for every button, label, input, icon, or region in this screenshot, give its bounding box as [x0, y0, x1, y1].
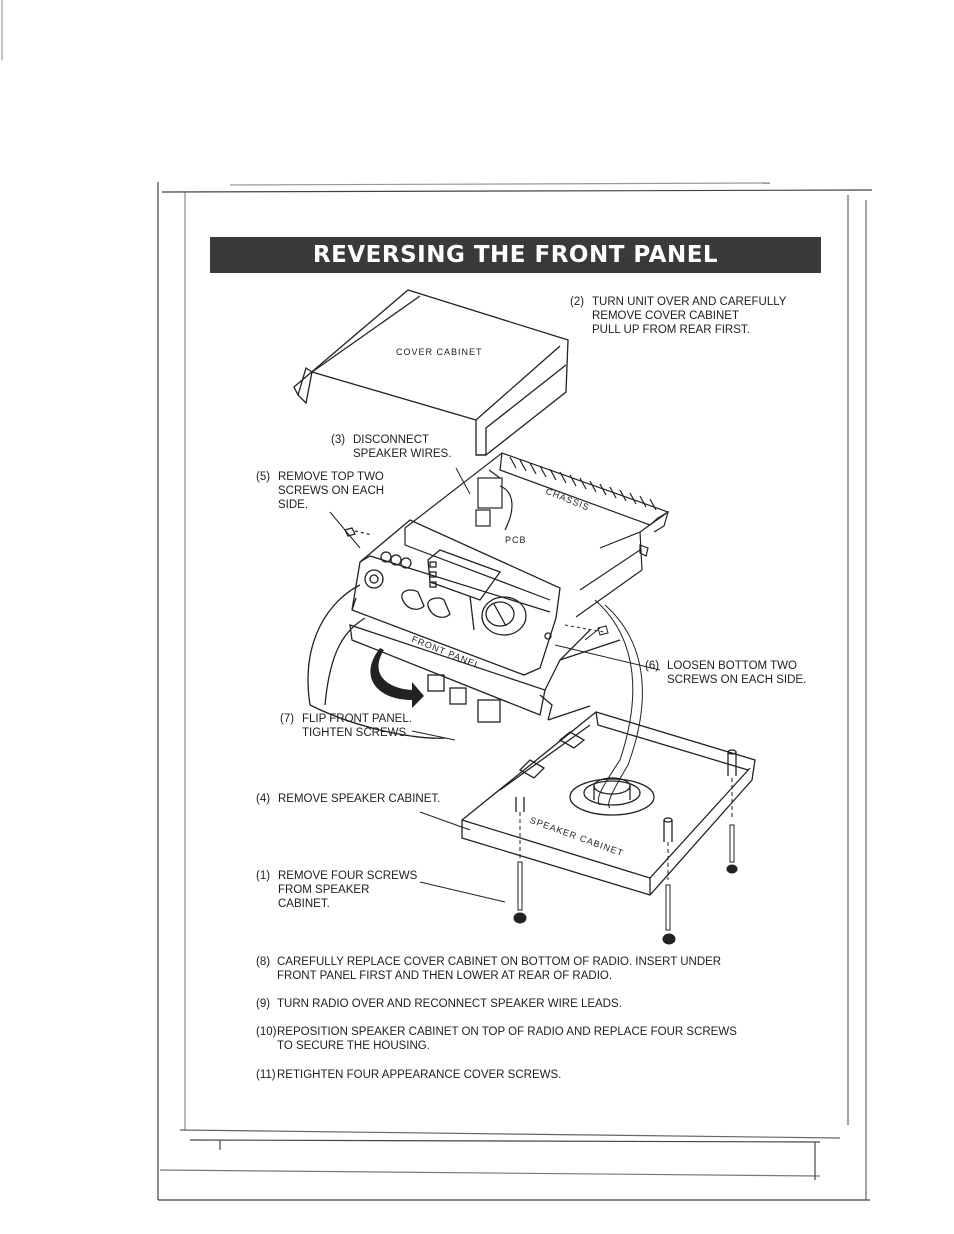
flip-arrow-icon	[370, 648, 424, 708]
page-title: REVERSING THE FRONT PANEL	[312, 242, 719, 268]
step-10: (10) REPOSITION SPEAKER CABINET ON TOP O…	[256, 1026, 737, 1052]
callout-3: (3) DISCONNECT SPEAKER WIRES.	[331, 434, 452, 460]
callout-6: (6) LOOSEN BOTTOM TWO SCREWS ON EACH SID…	[645, 660, 807, 686]
step-9: (9) TURN RADIO OVER AND RECONNECT SPEAKE…	[256, 998, 622, 1010]
callout-4: (4) REMOVE SPEAKER CABINET.	[256, 793, 441, 805]
title-banner: REVERSING THE FRONT PANEL	[210, 237, 821, 273]
callout-7: (7) FLIP FRONT PANEL. TIGHTEN SCREWS.	[280, 713, 412, 739]
speaker-cabinet-drawing	[461, 711, 756, 896]
callout-2: (2) TURN UNIT OVER AND CAREFULLY REMOVE …	[570, 296, 787, 336]
step-11: (11) RETIGHTEN FOUR APPEARANCE COVER SCR…	[256, 1069, 562, 1081]
step-8: (8) CAREFULLY REPLACE COVER CABINET ON B…	[256, 956, 722, 982]
front-panel-drawing	[307, 519, 621, 739]
speaker-screws-drawing	[513, 778, 738, 945]
callout-5: (5) REMOVE TOP TWO SCREWS ON EACH SIDE.	[256, 471, 385, 511]
cover-cabinet-drawing	[293, 289, 569, 456]
page-edge-top	[161, 189, 873, 193]
cover-cabinet-label: COVER CABINET	[396, 347, 483, 357]
pcb-label: PCB	[505, 535, 527, 545]
callout-1: (1) REMOVE FOUR SCREWS FROM SPEAKER CABI…	[256, 870, 418, 910]
chassis-drawing	[344, 452, 670, 618]
